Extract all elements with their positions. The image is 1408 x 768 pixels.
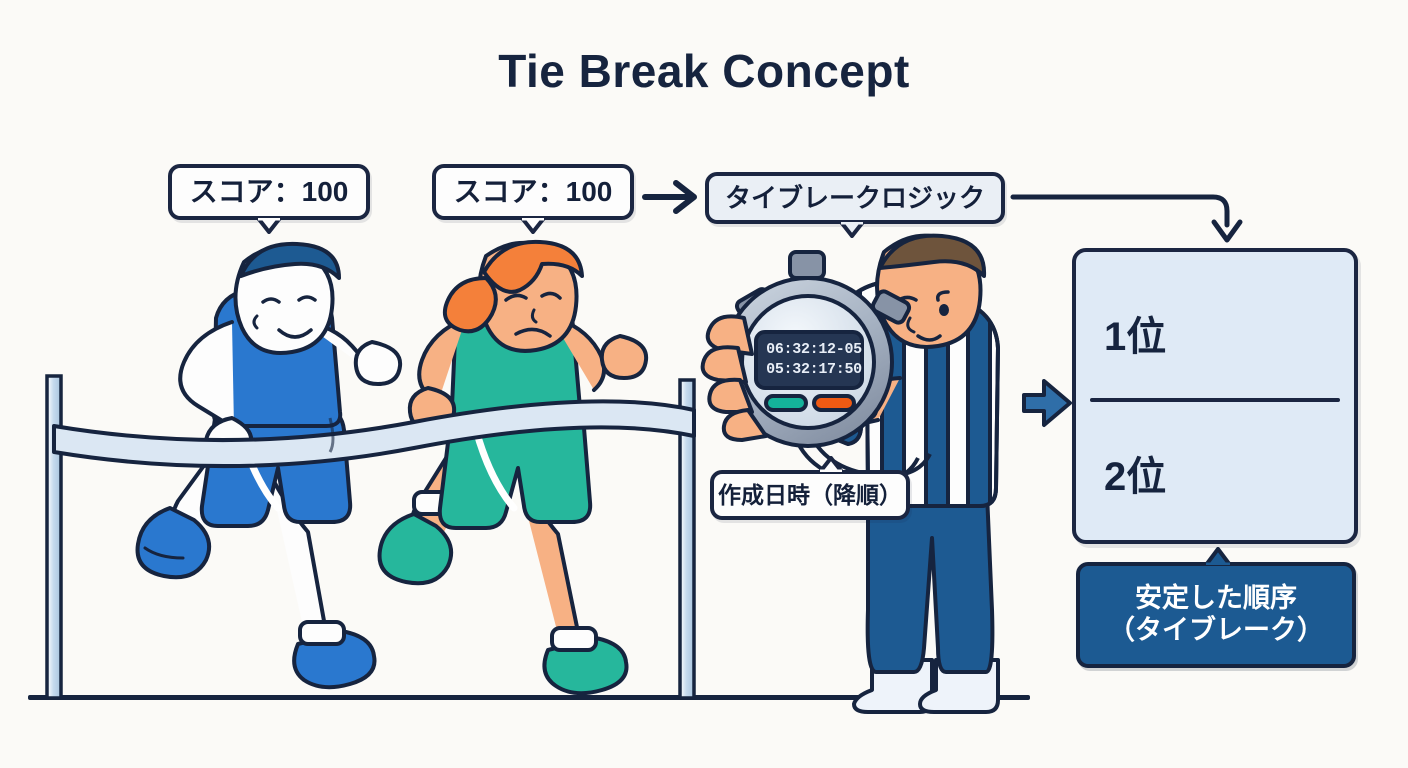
stopwatch-display: 06:32:12-05 05:32:17:50: [760, 336, 868, 384]
sort-key-bubble: 作成日時（降順）: [710, 456, 910, 520]
arrow-score-to-logic: [642, 180, 697, 214]
score-bubble-runner-b-text: スコア：100: [453, 176, 613, 207]
finish-tape: [52, 399, 696, 469]
callout-tail-icon: [1204, 547, 1232, 565]
bubble-tail-icon: [839, 222, 865, 238]
score-bubble-runner-a: スコア：100: [168, 164, 370, 234]
stopwatch-line-1: 06:32:12-05: [766, 340, 862, 358]
ranking-divider: [1090, 398, 1340, 402]
result-callout: 安定した順序 （タイブレーク）: [1076, 547, 1356, 668]
tiebreak-logic-text: タイブレークロジック: [724, 183, 985, 213]
stopwatch-line-2: 05:32:17:50: [766, 361, 862, 378]
sort-key-text: 作成日時（降順）: [718, 481, 902, 508]
stopwatch: [700, 250, 932, 485]
rank-1-label: 1位: [1104, 315, 1167, 359]
finish-post-left: [45, 374, 63, 700]
score-bubble-runner-a-text: スコア：100: [189, 176, 349, 207]
page-title: Tie Break Concept: [498, 45, 910, 97]
result-line-2: （タイブレーク）: [1108, 615, 1324, 645]
ranking-panel: 1位 2位: [1072, 248, 1358, 544]
tiebreak-logic-bubble: タイブレークロジック: [705, 172, 1005, 238]
result-line-1: 安定した順序: [1135, 583, 1297, 614]
bubble-tail-icon: [520, 218, 546, 234]
bubble-tail-icon: [256, 218, 282, 234]
ground-line: [28, 695, 1030, 700]
rank-2-label: 2位: [1104, 455, 1167, 499]
finish-post-right: [678, 378, 696, 700]
arrow-referee-to-panel: [1022, 379, 1072, 427]
connector-logic-to-panel: [1010, 194, 1243, 243]
score-bubble-runner-b: スコア：100: [432, 164, 634, 234]
bubble-tail-icon: [818, 456, 844, 472]
